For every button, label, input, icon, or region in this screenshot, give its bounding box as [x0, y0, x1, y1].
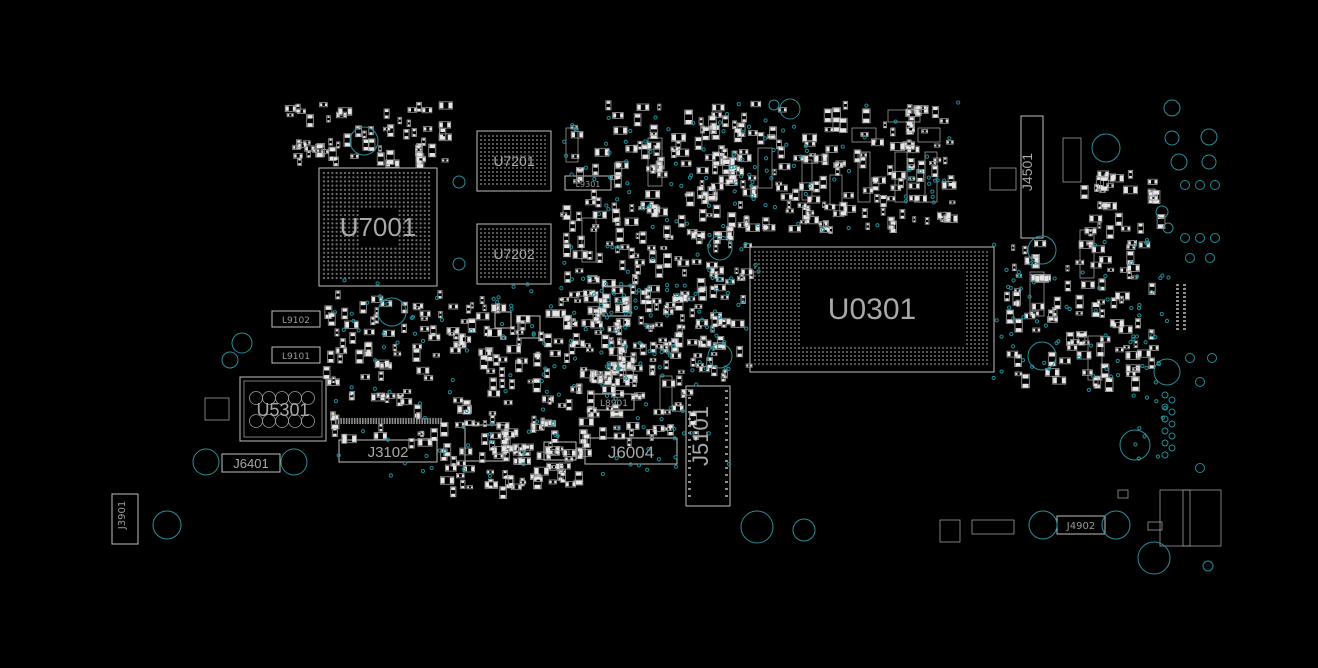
u0301-label: U0301 [828, 293, 916, 326]
j6401-label: J6401 [233, 456, 268, 471]
l9301-label: L9301 [576, 180, 601, 189]
connector-j6401[interactable]: J6401 [192, 448, 308, 476]
chip-u5301[interactable]: U5301 [239, 376, 327, 442]
j3102-label: J3102 [368, 444, 409, 461]
j6004-label: J6004 [608, 443, 654, 462]
inductor-l9102[interactable]: L9102 [271, 310, 321, 328]
connector-j4501[interactable]: J4501 [1019, 115, 1044, 239]
u7001-ball-grid [322, 171, 431, 280]
l9102-label: L9102 [282, 316, 310, 326]
u7202-label: U7202 [493, 246, 534, 262]
connector-j5101[interactable]: J5101 [685, 385, 731, 507]
u7201-label: U7201 [493, 153, 534, 169]
mounting-holes [221, 98, 1218, 575]
chip-u0301[interactable]: U0301 [749, 246, 995, 373]
j3901-label: J3901 [117, 501, 128, 530]
u7001-label: U7001 [340, 212, 417, 242]
chip-u7201[interactable]: U7201 [476, 130, 552, 192]
u5301-label: U5301 [256, 400, 309, 420]
inductor-l9301[interactable]: L9301 [564, 175, 612, 191]
u5301-pads [249, 391, 315, 428]
inductor-l9101[interactable]: L9101 [271, 346, 321, 364]
vias [332, 100, 1220, 572]
u0301-ball-grid [754, 251, 988, 365]
chip-u7001[interactable]: U7001 [318, 167, 438, 287]
smd-components [284, 100, 1166, 499]
j4501-label: J4501 [1019, 153, 1035, 191]
connector-j3901[interactable]: J3901 [111, 493, 182, 545]
j4902-label: J4902 [1066, 521, 1095, 532]
u7201-ball-grid [480, 135, 546, 185]
chip-u7202[interactable]: U7202 [476, 223, 552, 285]
connector-j6004[interactable]: J6004 [584, 437, 678, 465]
j5101-pads [688, 390, 728, 497]
connector-j4902[interactable]: J4902 [1028, 510, 1131, 540]
l8901-label: L8901 [600, 399, 628, 409]
u7202-ball-grid [480, 228, 546, 278]
l9101-label: L9101 [282, 352, 310, 362]
connector-j3102[interactable]: J3102 [338, 439, 438, 463]
